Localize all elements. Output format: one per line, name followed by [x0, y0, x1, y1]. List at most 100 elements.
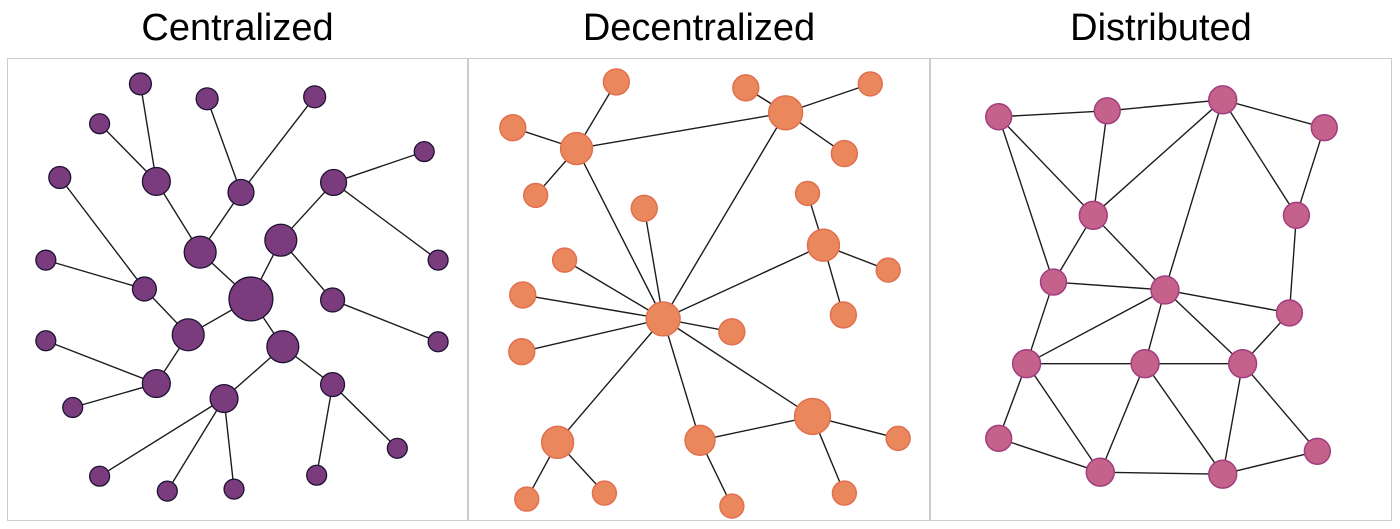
network-node [35, 330, 57, 352]
network-edge [998, 116, 1094, 216]
network-node [767, 95, 804, 131]
network-node [793, 397, 832, 436]
network-edge [315, 384, 334, 476]
distributed-network-diagram [985, 85, 1338, 489]
network-node [266, 330, 300, 364]
network-node [88, 113, 111, 135]
network-node [591, 480, 618, 506]
distributed-title: Distributed [1070, 7, 1252, 49]
network-edge [699, 415, 813, 442]
panel-decentralized: Decentralized [468, 0, 930, 529]
network-node [985, 424, 1013, 453]
network-edge [1222, 450, 1318, 475]
network-edge [240, 96, 316, 193]
network-edge [1222, 99, 1325, 129]
decentralized-plot-frame [468, 58, 930, 521]
network-node [1093, 97, 1121, 125]
network-edge [1164, 289, 1244, 365]
network-edge [1099, 363, 1146, 473]
network-edge [1164, 99, 1224, 291]
network-node [319, 371, 346, 398]
network-node [209, 383, 239, 414]
network-node [719, 493, 745, 519]
network-node [509, 281, 537, 309]
network-edge [1026, 363, 1101, 473]
network-node [523, 182, 549, 209]
network-node [413, 140, 435, 163]
network-node [1303, 437, 1332, 465]
network-node [540, 425, 575, 460]
network-edge [59, 177, 145, 290]
network-edge [1053, 281, 1166, 291]
network-node [602, 68, 631, 96]
network-edge [1242, 363, 1318, 452]
network-node [88, 465, 111, 487]
distributed-plot-frame [930, 58, 1392, 521]
network-node [794, 180, 821, 207]
network-node [645, 301, 681, 337]
network-node [183, 235, 217, 269]
network-node [508, 338, 536, 366]
network-node [985, 103, 1013, 131]
network-node [1282, 201, 1311, 230]
network-node [1085, 457, 1115, 487]
network-node [141, 166, 171, 197]
centralized-title: Centralized [141, 7, 334, 49]
network-edge [662, 318, 813, 418]
network-node [128, 72, 153, 96]
centralized-network-diagram [35, 72, 449, 502]
network-edge [99, 397, 225, 477]
network-edge [662, 318, 701, 441]
network-edge [45, 340, 157, 385]
network-node [264, 223, 298, 257]
network-edge [139, 83, 158, 182]
panel-distributed: Distributed [930, 0, 1392, 529]
network-edge [332, 384, 398, 449]
network-edge [522, 294, 664, 320]
network-node [559, 131, 594, 166]
network-node [319, 168, 348, 197]
network-node [857, 71, 883, 97]
network-edge [1222, 99, 1297, 216]
network-node [732, 74, 760, 102]
network-node [386, 437, 408, 459]
network-node [35, 249, 57, 271]
network-node [427, 249, 449, 271]
network-node [718, 318, 746, 346]
network-edge [166, 398, 225, 492]
network-node [141, 369, 171, 399]
network-node [1208, 85, 1238, 115]
network-edge [662, 244, 824, 320]
network-edge [1092, 214, 1166, 291]
network-node [1150, 275, 1180, 305]
network-node [156, 480, 178, 502]
network-edge [564, 259, 664, 320]
network-node [551, 247, 578, 273]
network-edge [333, 181, 439, 261]
network-edge [1092, 99, 1224, 216]
network-edge [998, 116, 1055, 283]
network-edge [662, 112, 787, 320]
network-node [1039, 268, 1068, 296]
network-node [1227, 348, 1258, 379]
network-node [227, 178, 255, 207]
network-node [875, 257, 901, 283]
network-node [319, 287, 346, 313]
network-node [1011, 348, 1042, 379]
network-edge [1222, 363, 1244, 475]
network-edge [1288, 215, 1298, 313]
network-node [131, 276, 158, 302]
network-edge [557, 318, 664, 443]
network-node [1078, 200, 1108, 231]
network-node [885, 425, 911, 452]
network-node [62, 396, 84, 419]
network-edge [1107, 99, 1223, 112]
network-edge [575, 148, 664, 320]
network-edge [333, 150, 425, 184]
network-node [1208, 459, 1238, 489]
network-node [48, 165, 72, 190]
network-edge [576, 112, 786, 150]
network-node [1130, 348, 1160, 379]
decentralized-title: Decentralized [582, 7, 816, 49]
